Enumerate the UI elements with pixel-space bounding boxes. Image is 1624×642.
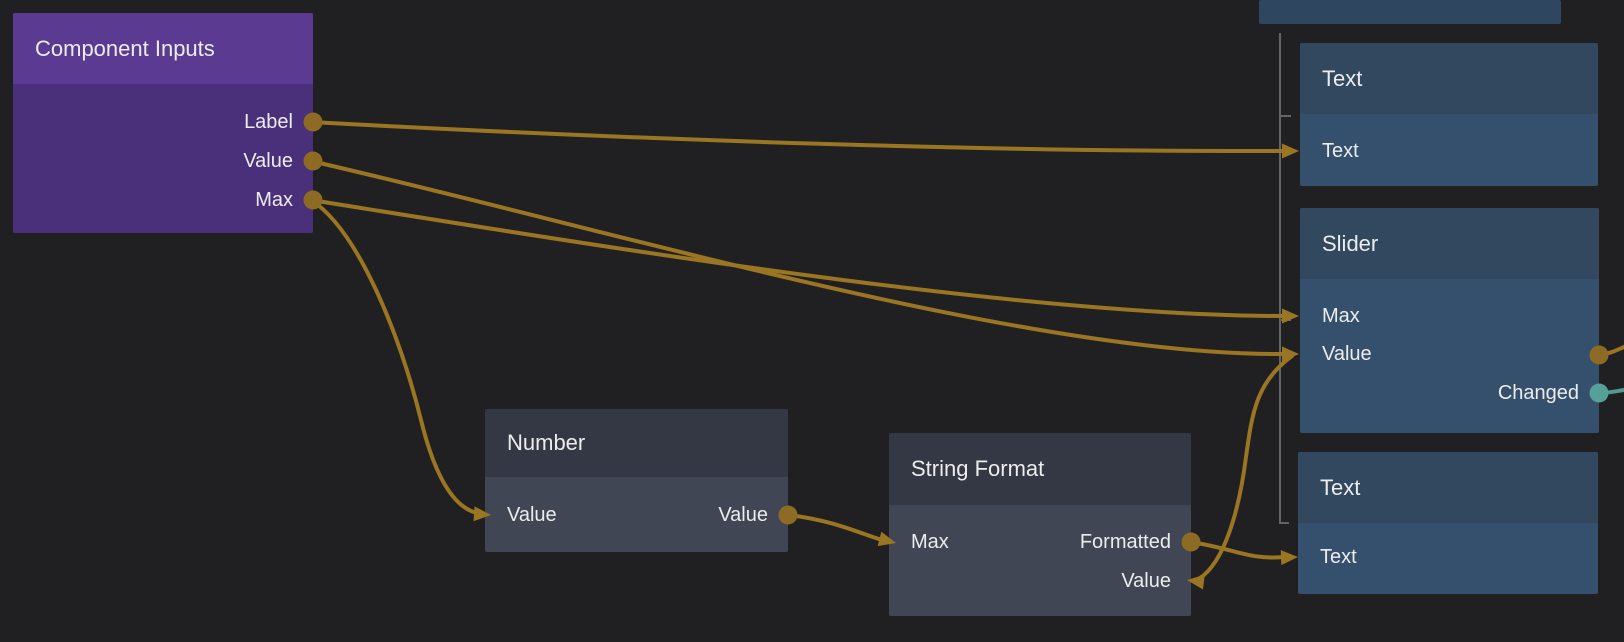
output-port-value[interactable]: Value — [718, 504, 768, 526]
input-port-max[interactable]: Max — [1322, 305, 1360, 327]
node-title: Text — [1322, 66, 1363, 91]
input-port-text[interactable]: Text — [1320, 546, 1357, 568]
output-port-value[interactable]: Value — [1121, 570, 1171, 592]
arrowhead-label-to-text1-text — [1282, 143, 1299, 159]
partial-node-top[interactable] — [1259, 0, 1561, 24]
input-port-max[interactable]: Max — [911, 531, 949, 553]
arrowhead-max-to-slider-max — [1282, 308, 1299, 324]
node-title: String Format — [911, 456, 1045, 481]
wire-max-to-slider-max[interactable] — [309, 198, 1286, 318]
arrowhead-formatted-to-text2-text — [1280, 550, 1298, 566]
node-header[interactable]: Number — [485, 409, 788, 477]
node-header[interactable]: Text — [1300, 43, 1598, 114]
node-header[interactable]: Slider — [1300, 208, 1599, 279]
input-port-value[interactable]: Value — [1322, 343, 1372, 365]
wire-formatted-to-text2-text[interactable] — [1189, 540, 1286, 560]
input-port-text[interactable]: Text — [1322, 140, 1359, 162]
node-header[interactable]: String Format — [889, 433, 1191, 505]
node-title: Component Inputs — [35, 36, 215, 61]
input-port-value[interactable]: Value — [507, 504, 557, 526]
wire-slider-value-out-stub[interactable] — [1597, 345, 1624, 357]
node-title: Slider — [1322, 231, 1379, 256]
group-bracket-line — [1279, 33, 1291, 524]
wire-slider-changed-out-stub[interactable] — [1597, 388, 1624, 395]
wire-slider-value-branch-to-stringformat-value[interactable] — [1198, 354, 1294, 580]
output-port-formatted[interactable]: Formatted — [1079, 531, 1171, 553]
wire-max-to-number-value[interactable] — [309, 198, 479, 515]
output-port-changed[interactable]: Changed — [1497, 382, 1579, 404]
node-header[interactable]: Component Inputs — [13, 13, 313, 84]
output-port-label[interactable]: Label — [244, 111, 293, 133]
node-title: Text — [1320, 475, 1361, 500]
node-title: Number — [507, 430, 586, 455]
wire-label-to-text1-text[interactable] — [309, 120, 1286, 154]
node-header[interactable]: Text — [1298, 452, 1598, 523]
wire-value-to-slider-value[interactable] — [309, 159, 1286, 357]
wire-number-value-to-stringformat-max[interactable] — [786, 513, 884, 542]
output-port-max[interactable]: Max — [255, 189, 293, 211]
output-port-value[interactable]: Value — [243, 150, 293, 172]
arrowhead-value-to-slider-value — [1282, 346, 1299, 362]
